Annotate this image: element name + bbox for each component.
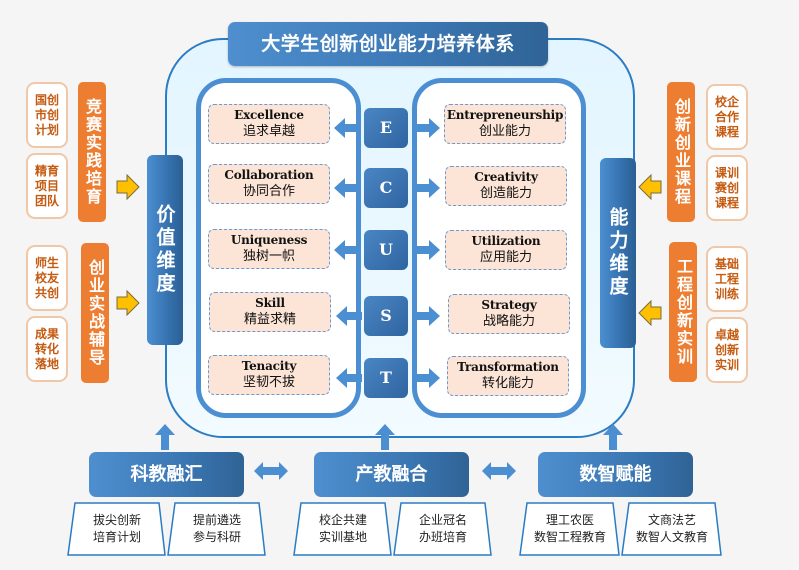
- gold-arrow-left-icon: [638, 299, 662, 327]
- pillar-science-education: 科教融汇: [89, 452, 244, 497]
- sub-line: 数智工程教育: [533, 530, 606, 544]
- sub-line: 文商法艺: [647, 513, 696, 527]
- pillar-digital-empowerment: 数智赋能: [538, 452, 693, 497]
- group-engineering-training: 工程创新实训: [669, 242, 697, 382]
- ability-item-transformation: Transformation 转化能力: [447, 356, 569, 396]
- letter-t: T: [364, 358, 408, 398]
- group-competition-practice: 竞赛实践培育: [78, 82, 106, 222]
- arrow-up-icon: [375, 424, 395, 450]
- arrow-right-icon: [414, 240, 440, 260]
- arrow-right-icon: [414, 118, 440, 138]
- arrow-left-icon: [334, 178, 360, 198]
- ability-zh: 创业能力: [478, 124, 531, 139]
- sub-item: 师生校友共创: [26, 245, 68, 311]
- arrow-right-icon: [414, 306, 440, 326]
- value-item-excellence: Excellence 追求卓越: [208, 104, 330, 144]
- sub-item: 校企合作课程: [706, 84, 748, 150]
- value-item-tenacity: Tenacity 坚韧不拔: [208, 355, 330, 395]
- double-arrow-icon: [254, 462, 288, 480]
- ability-zh: 战略能力: [482, 314, 535, 329]
- arrow-left-icon: [334, 118, 360, 138]
- pillar-sub-item: 校企共建实训基地: [293, 502, 393, 556]
- ability-item-utilization: Utilization 应用能力: [445, 230, 567, 270]
- letter-u: U: [364, 230, 408, 270]
- sub-item: 卓越创新实训: [706, 317, 748, 383]
- sub-item: 课训赛创课程: [706, 155, 748, 221]
- value-zh: 精益求精: [243, 312, 296, 327]
- gold-arrow-right-icon: [116, 173, 140, 201]
- ability-en: Transformation: [457, 360, 559, 374]
- value-en: Tenacity: [241, 359, 297, 373]
- sub-line: 办班培育: [418, 530, 467, 544]
- value-en: Excellence: [234, 108, 304, 122]
- arrow-right-icon: [414, 368, 440, 388]
- value-zh: 坚韧不拔: [242, 375, 295, 390]
- value-zh: 追求卓越: [242, 124, 295, 139]
- pillar-industry-education: 产教融合: [314, 452, 469, 497]
- ability-zh: 应用能力: [479, 250, 532, 265]
- group-startup-coaching: 创业实战辅导: [81, 243, 109, 383]
- sub-item: 国创市创计划: [26, 82, 68, 148]
- ability-en: Utilization: [471, 234, 541, 248]
- value-zh: 协同合作: [242, 184, 295, 199]
- arrow-right-icon: [414, 178, 440, 198]
- sub-line: 提前遴选: [192, 513, 241, 527]
- pillar-sub-item: 拔尖创新培育计划: [67, 502, 167, 556]
- ability-en: Strategy: [481, 298, 537, 312]
- ability-item-entrepreneurship: Entrepreneurship 创业能力: [444, 104, 566, 144]
- sub-line: 拔尖创新: [92, 513, 141, 527]
- arrow-left-icon: [336, 368, 362, 388]
- value-en: Skill: [255, 296, 285, 310]
- arrow-up-icon: [155, 424, 175, 450]
- ability-en: Creativity: [474, 170, 538, 184]
- sub-item: 精育项目团队: [26, 153, 68, 219]
- value-en: Uniqueness: [230, 233, 308, 247]
- pillar-sub-item: 文商法艺数智人文教育: [621, 502, 723, 556]
- letter-c: C: [364, 168, 408, 208]
- sub-line: 校企共建: [318, 513, 367, 527]
- value-zh: 独树一帜: [242, 249, 295, 264]
- value-en: Collaboration: [224, 168, 314, 182]
- arrow-left-icon: [336, 306, 362, 326]
- sub-line: 理工农医: [545, 513, 594, 527]
- sub-line: 培育计划: [92, 530, 141, 544]
- letter-s: S: [364, 296, 408, 336]
- sub-line: 实训基地: [318, 530, 367, 544]
- sub-line: 企业冠名: [418, 513, 467, 527]
- sub-line: 参与科研: [192, 530, 241, 544]
- ability-item-strategy: Strategy 战略能力: [448, 294, 570, 334]
- value-item-skill: Skill 精益求精: [209, 292, 331, 332]
- gold-arrow-right-icon: [116, 289, 140, 317]
- pillar-sub-item: 企业冠名办班培育: [393, 502, 493, 556]
- sub-item: 基础工程训练: [706, 246, 748, 312]
- diagram-title: 大学生创新创业能力培养体系: [228, 22, 548, 66]
- double-arrow-icon: [482, 462, 516, 480]
- ability-dimension-bar: 能力维度: [600, 158, 636, 348]
- group-innovation-courses: 创新创业课程: [667, 82, 695, 222]
- arrow-up-icon: [603, 424, 623, 450]
- ability-zh: 转化能力: [481, 376, 534, 391]
- pillar-sub-item: 提前遴选参与科研: [167, 502, 267, 556]
- arrow-left-icon: [334, 240, 360, 260]
- ability-zh: 创造能力: [479, 186, 532, 201]
- pillar-sub-item: 理工农医数智工程教育: [519, 502, 621, 556]
- value-dimension-bar: 价值维度: [147, 155, 183, 345]
- value-item-uniqueness: Uniqueness 独树一帜: [208, 229, 330, 269]
- ability-en: Entrepreneurship: [446, 108, 564, 122]
- ability-item-creativity: Creativity 创造能力: [445, 166, 567, 206]
- gold-arrow-left-icon: [638, 173, 662, 201]
- sub-line: 数智人文教育: [635, 530, 708, 544]
- value-item-collaboration: Collaboration 协同合作: [208, 164, 330, 204]
- letter-e: E: [364, 108, 408, 148]
- sub-item: 成果转化落地: [26, 316, 68, 382]
